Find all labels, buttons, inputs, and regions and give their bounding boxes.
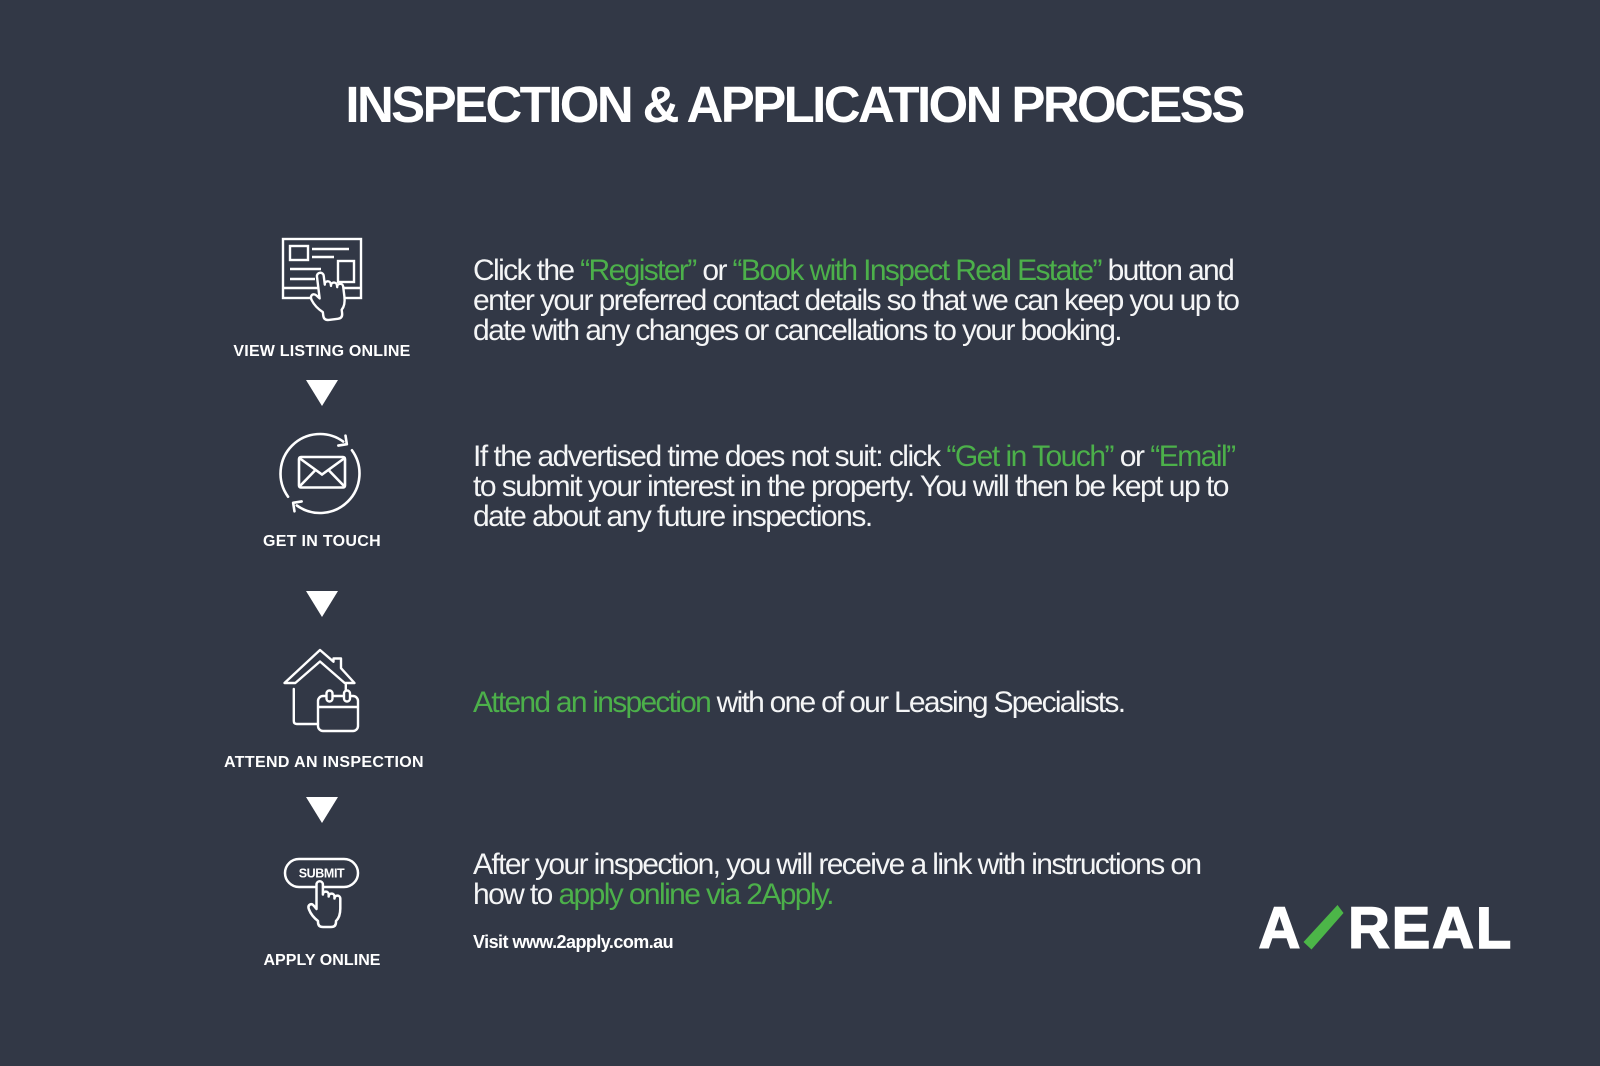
svg-text:SUBMIT: SUBMIT (299, 867, 345, 881)
